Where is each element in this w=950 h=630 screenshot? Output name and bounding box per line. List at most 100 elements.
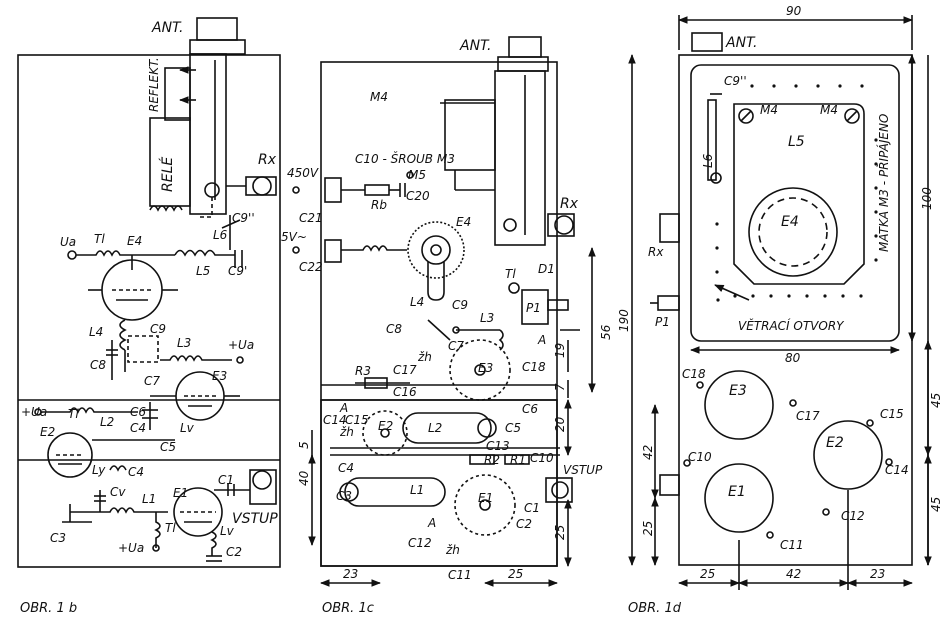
fig1b-l3: L3	[177, 336, 191, 350]
fig1d-e3-hole	[704, 370, 774, 440]
fig1c-c18: C18	[522, 360, 546, 374]
fig1b-reflektor-block	[164, 67, 191, 121]
fig1c-dim-20: 20	[553, 416, 567, 432]
fig1b-e1: E1	[173, 486, 188, 500]
fig1c-r2: R2	[484, 453, 500, 467]
fig1c-e2: E2	[378, 419, 393, 433]
fig1c-coil-l2	[402, 412, 492, 444]
fig1c-dim-25h: 25	[508, 567, 523, 581]
fig1c-zh-a: žh	[417, 350, 432, 364]
fig1c-rx: Rx	[560, 196, 579, 212]
fig1c-zh-c: žh	[445, 543, 460, 557]
fig1d-e2: E2	[826, 435, 844, 451]
fig1d-c11: C11	[780, 538, 804, 552]
fig1c-dim-7: 7	[553, 383, 567, 391]
fig1b-ly: Ly	[92, 463, 106, 477]
fig1d-labels: ANT. C9'' M4 M4 L6 L5 E4 MATKA M3 - PŘIP…	[617, 4, 943, 581]
fig1c-layout	[292, 36, 596, 587]
fig1b-cv: Cv	[110, 485, 126, 499]
fig1c-c10-screw: C10 - ŠROUB M3	[355, 151, 455, 166]
fig1d-e1: E1	[728, 484, 746, 500]
fig1c-d1: D1	[538, 262, 555, 276]
fig1b-schematic	[17, 17, 281, 568]
fig1b-e2: E2	[40, 425, 55, 439]
fig1b-c4b: C4	[128, 465, 144, 479]
fig1c-m5: M5	[408, 168, 426, 182]
fig1c-c10: C10	[530, 451, 554, 465]
fig1b-c6: C6	[130, 405, 146, 419]
fig1c-a-a: A	[537, 333, 546, 347]
fig1b-reflekt-label: REFLEKT.	[147, 57, 161, 112]
fig1c-dim-40: 40	[297, 470, 311, 486]
fig1b-l1: L1	[142, 492, 156, 506]
fig1b-c8: C8	[90, 358, 106, 372]
fig1c-r3: R3	[355, 364, 371, 378]
fig1c-dim-56: 56	[599, 324, 613, 340]
fig1d-l5: L5	[788, 134, 805, 150]
fig1d-dim-45a: 45	[929, 393, 943, 408]
fig1b-lv-b: Lv	[220, 524, 235, 538]
fig1d-c9pp: C9''	[724, 74, 747, 88]
fig1c-c17: C17	[393, 363, 417, 377]
fig1b-tl-top: Tl	[94, 232, 105, 246]
fig1b-rele-label: RELÉ	[159, 157, 176, 192]
figure-captions: OBR. 1 b OBR. 1c OBR. 1d	[20, 601, 682, 616]
fig1c-coil-l1	[344, 477, 446, 507]
fig1c-dim-19: 19	[553, 343, 567, 358]
fig1c-e1-socket	[454, 474, 516, 536]
fig1b-ua-bot: +Ua	[118, 541, 144, 555]
fig1b-l6: L6	[213, 228, 228, 242]
fig1d-dim-45b: 45	[929, 497, 943, 512]
fig1b-c2: C2	[226, 545, 242, 559]
fig1d-c18: C18	[682, 367, 706, 381]
fig1c-c3: C3	[336, 489, 352, 503]
fig1d-e4-hole	[748, 187, 838, 277]
fig1b-l2: L2	[100, 415, 114, 429]
fig1b-tl-mid: Tl	[68, 407, 79, 421]
fig1b-c9p: C9'	[228, 264, 247, 278]
fig1c-p1: P1	[526, 301, 541, 315]
fig1c-e3-socket	[449, 339, 511, 401]
fig1d-vetraci: VĚTRACÍ OTVORY	[738, 318, 845, 333]
fig1b-c3: C3	[50, 531, 66, 545]
fig1d-e1-hole	[704, 463, 774, 533]
fig1c-c12: C12	[408, 536, 432, 550]
fig1b-rx-connector	[252, 176, 272, 196]
fig1c-resistor-r3	[364, 377, 388, 389]
fig1c-ant: ANT.	[459, 38, 491, 54]
fig1c-c22: C22	[299, 260, 323, 274]
fig1c-dim-5: 5	[297, 441, 311, 449]
fig1d-dim-25h: 25	[700, 567, 715, 581]
fig1c-l4: L4	[410, 295, 424, 309]
fig1d-dim-42v: 42	[641, 445, 655, 460]
fig1b-c4a: C4	[130, 421, 146, 435]
fig1c-tl: Tl	[505, 267, 516, 281]
fig1d-e2-hole	[813, 420, 883, 490]
fig1d-matka: MATKA M3 - PŘIPÁJENO	[876, 114, 891, 252]
fig1d-m4a: M4	[760, 103, 778, 117]
fig1c-resistor-rb	[364, 184, 390, 196]
fig1c-e3: E3	[478, 361, 493, 375]
fig1c-r1: R1	[510, 453, 526, 467]
fig1c-zh-b: žh	[339, 425, 354, 439]
fig1d-rx: Rx	[648, 245, 664, 259]
fig1c-c1: C1	[524, 501, 540, 515]
fig1c-e2-socket	[362, 410, 408, 456]
fig1d-dim-100: 100	[920, 187, 934, 210]
fig1c-c15: C15	[345, 413, 369, 427]
fig1d-p1: P1	[655, 315, 670, 329]
fig1b-ua-left: +Ua	[21, 405, 47, 419]
fig1c-5v: 5V~	[281, 230, 307, 244]
fig1b-c5: C5	[160, 440, 176, 454]
fig1c-l2: L2	[428, 421, 442, 435]
fig1d-dim-80: 80	[785, 351, 801, 365]
fig1c-vstup-connector	[551, 481, 569, 499]
fig1c-e1: E1	[478, 491, 493, 505]
fig1b-c9: C9	[150, 322, 166, 336]
fig1d-screen-box	[690, 64, 900, 342]
fig1b-tube-e2	[47, 432, 93, 478]
fig1c-c13: C13	[486, 439, 510, 453]
fig1b-labels: ANT. REFLEKT. RELÉ Rx Ua Tl E4 L6 C9'' L…	[21, 20, 278, 559]
fig1c-m4: M4	[370, 90, 388, 104]
fig1c-c6: C6	[522, 402, 538, 416]
